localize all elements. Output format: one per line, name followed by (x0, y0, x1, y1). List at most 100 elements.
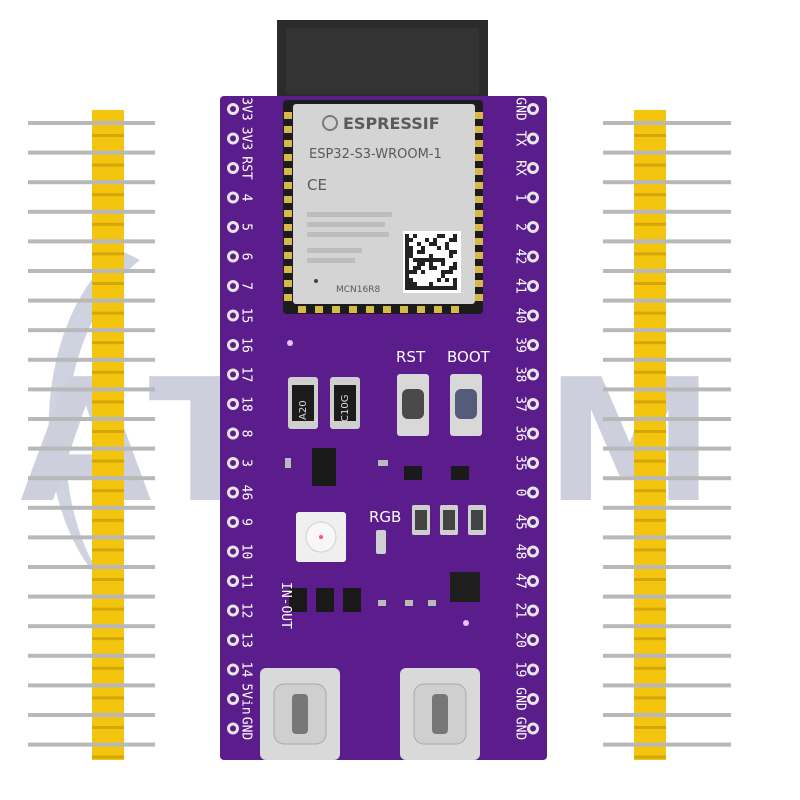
right-pin-header (603, 110, 731, 760)
pin-label-right: 19 (513, 662, 528, 678)
header-pin (603, 387, 731, 392)
header-pin (603, 150, 731, 155)
pin-label-right: 47 (513, 573, 528, 589)
header-pin (28, 683, 155, 688)
header-pin (603, 209, 731, 214)
header-pin (28, 653, 155, 658)
header-pin (603, 417, 731, 421)
header-body (634, 110, 666, 760)
pin-label-left: 9 (239, 518, 254, 526)
pin-label-right: 21 (513, 603, 528, 619)
pin-label-right: 45 (513, 514, 528, 530)
rgb-label: RGB (369, 508, 401, 526)
espressif-logo-icon (322, 115, 338, 131)
header-pin (28, 476, 155, 481)
right-pin-holes (527, 103, 539, 735)
header-pin (28, 357, 155, 362)
pin-label-right: 0 (513, 489, 528, 497)
pin-label-left: 8 (239, 430, 254, 438)
pin-label-left: 3 (239, 459, 254, 467)
pin-label-right: 39 (513, 337, 528, 353)
header-pin (603, 328, 731, 333)
module-code: MCN16R8 (336, 285, 380, 295)
pin-label-left: 14 (239, 662, 254, 678)
header-pin (28, 565, 155, 569)
header-pin (603, 742, 731, 747)
pin-label-right: 42 (513, 249, 528, 265)
pin-label-right: 37 (513, 396, 528, 412)
header-pin (28, 121, 155, 125)
small-components (285, 340, 486, 626)
left-pin-labels: 3V33V3RST4567151617188346910111213145Vin… (239, 97, 254, 740)
pin-label-right: 41 (513, 278, 528, 294)
header-pin (28, 742, 155, 747)
header-pin (28, 269, 155, 273)
resistor-c10g: C10G (330, 377, 360, 429)
resistor-a20: A20 (288, 377, 318, 429)
header-pin (28, 150, 155, 155)
header-pin (603, 180, 731, 185)
boot-button[interactable] (450, 374, 482, 436)
pin-label-left: 6 (239, 253, 254, 261)
header-pin (603, 269, 731, 273)
pin-label-left: 13 (239, 632, 254, 648)
header-pin (28, 713, 155, 717)
pin-label-left: 15 (239, 308, 254, 324)
header-pin (28, 624, 155, 629)
pin-label-right: 48 (513, 544, 528, 560)
pin-label-left: RST (239, 156, 254, 180)
module-brand: ESPRESSIF (343, 114, 440, 133)
pin-label-left: 3V3 (239, 127, 254, 150)
led-inout-label: IN-OUT (278, 582, 293, 629)
header-pin (603, 357, 731, 362)
left-pin-header (28, 110, 155, 760)
header-pin (603, 683, 731, 688)
dev-board: 3V33V3RST4567151617188346910111213145Vin… (220, 20, 547, 760)
header-body (92, 110, 124, 760)
pin-label-right: 2 (513, 223, 528, 231)
pin-label-right: 20 (513, 632, 528, 648)
pin-label-left: 46 (239, 485, 254, 501)
header-pin (603, 624, 731, 629)
pin-label-left: GND (239, 717, 254, 741)
pin-label-right: GND (513, 97, 528, 121)
svg-text:A20: A20 (298, 400, 309, 420)
header-pin (28, 417, 155, 421)
header-pin (603, 653, 731, 658)
header-pin (28, 328, 155, 333)
header-pin (603, 476, 731, 481)
header-pin (603, 535, 731, 540)
pin-label-left: 10 (239, 544, 254, 560)
module-model: ESP32-S3-WROOM-1 (309, 147, 442, 162)
pin-label-left: 5Vin (239, 683, 254, 714)
header-pin (28, 387, 155, 392)
pin-label-right: 1 (513, 194, 528, 202)
ce-mark: CE (307, 176, 327, 194)
left-pin-holes (227, 103, 239, 735)
svg-text:C10G: C10G (340, 395, 351, 422)
right-pin-labels: GNDTXRX1242414039383736350454847212019GN… (513, 97, 528, 740)
pin-label-left: 16 (239, 337, 254, 353)
boot-label: BOOT (447, 348, 491, 366)
header-pin (28, 298, 155, 303)
header-pin (603, 505, 731, 510)
rgb-led (296, 512, 346, 562)
rst-button[interactable] (397, 374, 429, 436)
pin-label-left: 18 (239, 396, 254, 412)
header-pin (603, 239, 731, 244)
rst-label: RST (396, 348, 426, 366)
header-pin (28, 180, 155, 185)
pin-label-right: TX (513, 131, 528, 147)
pin-label-left: 11 (239, 573, 254, 589)
usb-c-port-right[interactable] (400, 668, 480, 760)
header-pin (28, 209, 155, 214)
header-pin (28, 446, 155, 451)
pin-label-right: 40 (513, 308, 528, 324)
header-pin (603, 713, 731, 717)
esp32-module: ESPRESSIF ESP32-S3-WROOM-1 CE MCN16R8 (283, 100, 483, 314)
header-pin (28, 505, 155, 510)
pin-label-right: 38 (513, 367, 528, 383)
pin-label-left: 12 (239, 603, 254, 619)
usb-c-port-left[interactable] (260, 668, 340, 760)
